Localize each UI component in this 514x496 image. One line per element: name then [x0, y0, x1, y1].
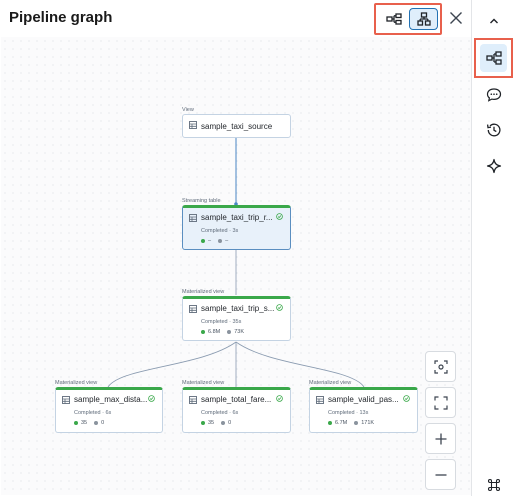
node-status: Completed · 6s [201, 410, 239, 416]
check-circle-icon [276, 304, 283, 311]
metric-dropped-rows: 0 [221, 420, 231, 426]
horizontal-layout-icon [385, 13, 402, 25]
node-name: sample_taxi_source [201, 122, 273, 131]
node-metrics: 35 0 [74, 420, 104, 426]
node-metrics: – – [201, 238, 228, 244]
table-icon [62, 396, 70, 404]
close-button[interactable] [446, 8, 466, 28]
node-type-label: Materialized view [182, 380, 225, 386]
graph-node-sample-total-fare[interactable]: sample_total_fare... Completed · 6s 35 0 [182, 387, 291, 433]
node-type-label: Streaming table [182, 198, 221, 204]
command-icon [487, 478, 501, 492]
graph-node-sample-max-distance[interactable]: sample_max_dista... Completed · 6s 35 0 [55, 387, 163, 433]
node-name: sample_valid_pas... [328, 395, 399, 404]
metric-dropped-rows: 171K [354, 420, 374, 426]
sparkle-icon [486, 158, 502, 174]
comments-button[interactable] [479, 80, 509, 110]
node-metrics: 6.7M 171K [328, 420, 374, 426]
assistant-button[interactable] [479, 151, 509, 181]
page-title: Pipeline graph [9, 9, 113, 26]
graph-node-sample-valid-passenger[interactable]: sample_valid_pas... Completed · 13s 6.7M… [309, 387, 418, 433]
right-rail [473, 0, 514, 496]
node-name: sample_total_fare... [201, 395, 272, 404]
table-icon [189, 305, 197, 313]
history-icon [486, 123, 501, 137]
edge-mv-to-max-distance [107, 341, 237, 388]
graph-canvas[interactable]: View sample_taxi_source Streaming table … [1, 37, 471, 495]
fit-view-button[interactable] [425, 387, 456, 418]
horizontal-layout-button[interactable] [379, 8, 408, 30]
table-icon [189, 396, 197, 404]
node-name: sample_taxi_trip_s... [201, 304, 275, 313]
zoom-out-button[interactable] [425, 459, 456, 490]
graph-node-sample-taxi-trip-summary[interactable]: sample_taxi_trip_s... Completed · 35s 6.… [182, 296, 291, 341]
history-button[interactable] [479, 115, 509, 145]
fit-screen-icon [433, 395, 448, 410]
node-metrics: 35 0 [201, 420, 231, 426]
edge-mv-to-valid-passenger [235, 341, 365, 388]
pipeline-graph-rail-inner [480, 44, 507, 72]
focus-selection-button[interactable] [425, 351, 456, 382]
keyboard-shortcuts-button[interactable] [479, 470, 509, 496]
metric-output-rows: 35 [74, 420, 87, 426]
zoom-out-icon [435, 473, 446, 476]
comment-icon [486, 88, 502, 102]
metric-output-rows: 35 [201, 420, 214, 426]
node-status: Completed · 6s [74, 410, 112, 416]
graph-edges [107, 138, 365, 388]
graph-node-sample-taxi-source[interactable]: sample_taxi_source [182, 114, 291, 138]
metric-output-rows: 6.7M [328, 420, 347, 426]
pipeline-graph-rail-button[interactable] [474, 38, 513, 78]
close-icon [450, 12, 462, 24]
node-type-label: Materialized view [182, 289, 225, 295]
metric-dropped-rows: 73K [227, 329, 244, 335]
node-type-label: Materialized view [309, 380, 352, 386]
check-circle-icon [276, 395, 283, 402]
node-status: Completed · 3s [201, 228, 239, 234]
vertical-layout-button[interactable] [409, 8, 438, 30]
metric-output-rows: – [201, 238, 211, 244]
node-metrics: 6.8M 73K [201, 329, 244, 335]
collapse-button[interactable] [479, 6, 509, 36]
pipeline-graph-icon [485, 51, 502, 65]
graph-node-sample-taxi-trip-raw[interactable]: sample_taxi_trip_r... Completed · 3s – – [182, 205, 291, 250]
metric-dropped-rows: 0 [94, 420, 104, 426]
layout-toggle [374, 3, 442, 35]
zoom-in-icon [435, 433, 446, 444]
pipeline-graph-panel: Pipeline graph [0, 0, 472, 496]
node-type-label: Materialized view [55, 380, 98, 386]
chevron-up-icon [490, 18, 498, 24]
check-circle-icon [148, 395, 155, 402]
metric-dropped-rows: – [218, 238, 228, 244]
node-status: Completed · 13s [328, 410, 369, 416]
check-circle-icon [276, 213, 283, 220]
table-icon [316, 396, 324, 404]
panel-header: Pipeline graph [0, 0, 472, 37]
edge-anchor [234, 202, 238, 206]
node-name: sample_max_dista... [74, 395, 148, 404]
vertical-layout-icon [416, 12, 431, 26]
table-icon [189, 214, 197, 222]
check-circle-icon [403, 395, 410, 402]
node-name: sample_taxi_trip_r... [201, 213, 273, 222]
node-type-label: View [182, 107, 194, 113]
view-icon [189, 121, 197, 129]
focus-icon [433, 359, 448, 374]
zoom-in-button[interactable] [425, 423, 456, 454]
node-status: Completed · 35s [201, 319, 242, 325]
metric-output-rows: 6.8M [201, 329, 220, 335]
